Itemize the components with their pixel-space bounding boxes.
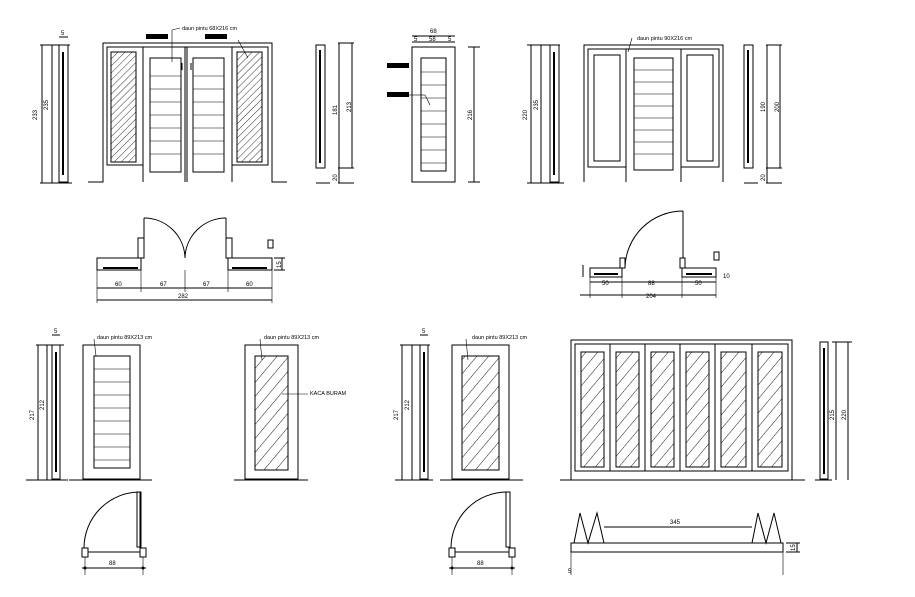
dim-label: 345 [670,520,681,526]
dim-label: 60 [246,282,253,288]
dim-label: 190 [761,101,767,112]
dim-label: 5 [568,569,572,575]
dim-label: 88 [109,561,116,567]
door-1-elevation: daun pintu 68X216 cm [88,26,287,183]
dim-label: 58 [429,37,436,43]
door-1-side-section: 5 233 235 [33,31,72,184]
door-1-right-section: 181 213 20 [315,42,354,184]
dim-label: 220 [523,109,529,120]
dim-label: 5 [61,31,65,37]
dim-label: 15 [277,261,283,268]
dim-label: 20 [333,174,339,181]
door-7-plan: 345 15 5 [568,511,800,575]
door-2-elevation: 68 5 58 5 216 [387,29,480,183]
door-4-elevation: daun pintu 89X213 cm [69,335,152,481]
dim-label: 88 [648,281,655,287]
door-5-elevation: daun pintu 89X213 cm KACA BURAM [234,335,346,481]
dim-label: 217 [30,409,36,420]
louver-lines [150,75,224,155]
dim-label: 181 [333,104,339,115]
dim-label: 5 [422,329,426,335]
door-4-plan: 88 [81,491,147,575]
dim-label: 213 [347,101,353,112]
dim-label: 5 [54,329,58,335]
leaf-label: daun pintu 89X213 cm [97,335,152,341]
dim-label: 10 [723,274,730,280]
leaf-label: daun pintu 90X216 cm [637,36,692,42]
door-7-elevation [560,339,805,481]
dim-label: 50 [695,281,702,287]
door-6-elevation: daun pintu 89X213 cm [440,335,527,481]
dim-label: 233 [33,109,39,120]
dim-label: 15 [791,544,797,551]
door-3-side-section: 220 235 [523,44,564,184]
door-3-elevation: daun pintu 90X216 cm [583,36,724,182]
dim-label: 212 [405,399,411,410]
door-6-side-section: 5 217 212 [394,329,433,481]
dim-label: 5 [414,37,418,43]
leaf-label: daun pintu 89X213 cm [264,335,319,341]
glass-label: KACA BURAM [310,391,346,397]
dim-label: 217 [394,409,400,420]
dim-label: 282 [178,294,189,300]
dim-label: 5 [448,37,452,43]
door-7-right-section: 215 220 [815,341,852,481]
dim-label: 200 [775,101,781,112]
dim-label: 60 [115,282,122,288]
folding-panels [574,343,789,472]
dim-label: 68 [430,29,437,35]
door-6-plan: 88 [448,491,516,575]
dim-label: 215 [830,409,836,420]
dim-label: 67 [160,282,167,288]
dim-label: 20 [761,174,767,181]
leaf-label: daun pintu 89X213 cm [472,335,527,341]
dim-label: 235 [534,99,540,110]
door-3-right-section: 190 200 20 [743,44,782,184]
dim-label: 88 [477,561,484,567]
dim-label: 212 [40,399,46,410]
dim-label: 204 [646,294,657,300]
door-3-plan: 10 50 88 50 204 [580,210,730,300]
leaf-label: daun pintu 68X216 cm [182,26,237,32]
door-1-plan: 15 60 67 67 60 282 [96,217,285,303]
dim-label: 67 [203,282,210,288]
dim-label: 235 [44,99,50,110]
dim-label: 220 [842,409,848,420]
door-4-side-section: 5 217 212 [26,329,68,481]
dim-label: 216 [468,109,474,120]
dim-label: 50 [602,281,609,287]
